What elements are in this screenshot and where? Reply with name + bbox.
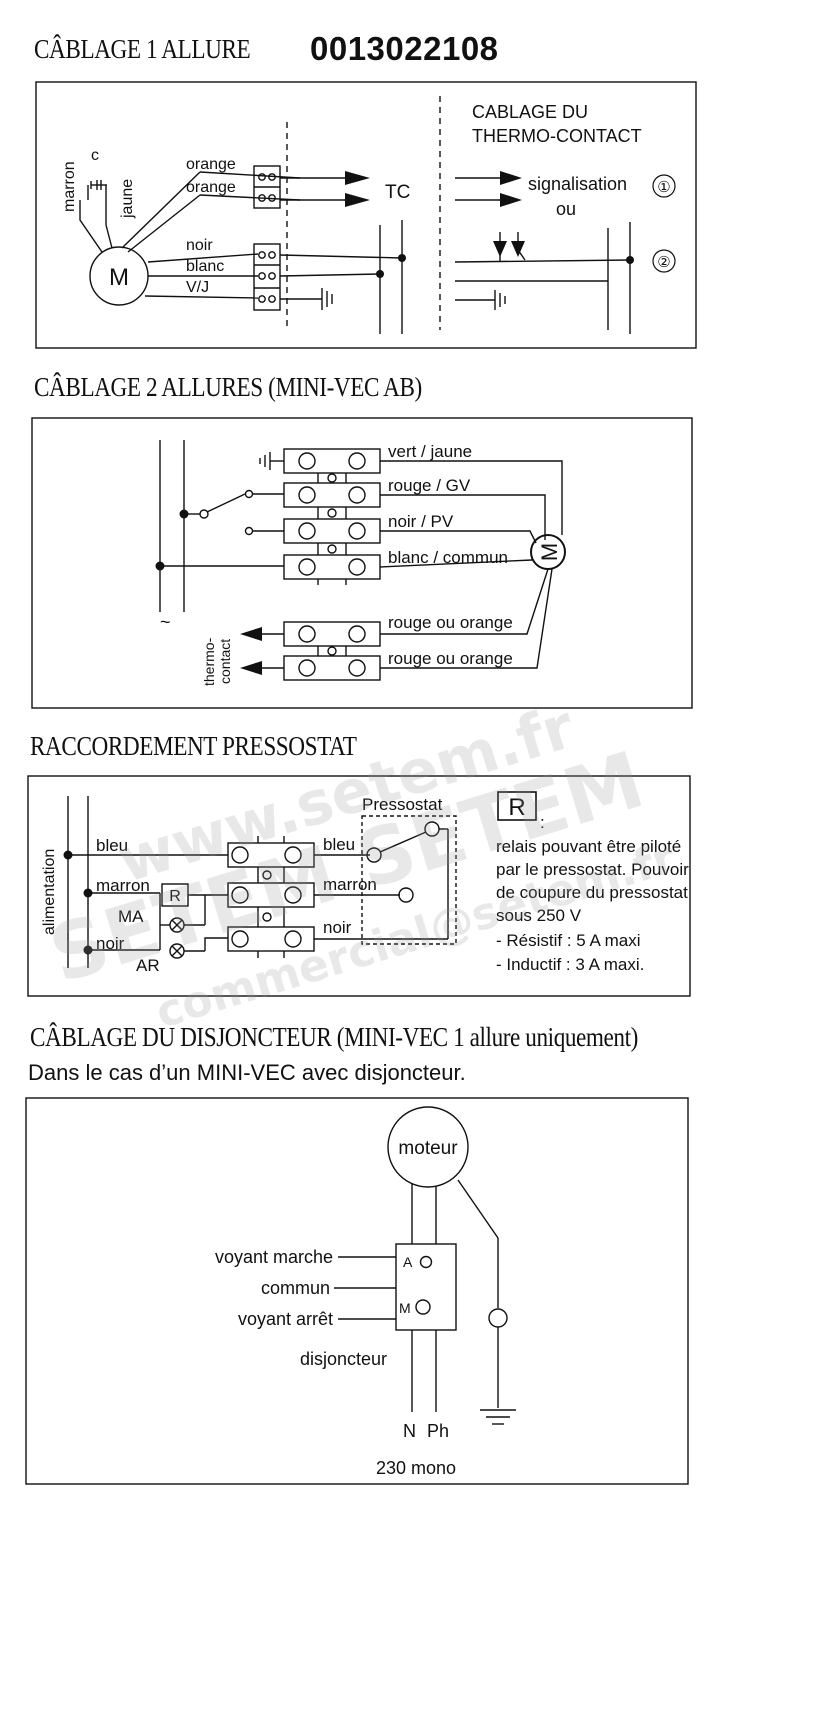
- phase-label: Ph: [427, 1421, 449, 1441]
- wire-label-rouge-gv: rouge / GV: [388, 476, 471, 495]
- moteur-label: moteur: [398, 1138, 458, 1159]
- motor-label-1: M: [109, 264, 129, 291]
- thermo-label-1: thermo-: [201, 637, 217, 686]
- alimentation-label: alimentation: [41, 849, 58, 935]
- wire-label-vj: V/J: [186, 279, 209, 296]
- wire-label-noir: noir: [186, 237, 213, 254]
- cablage-du-label: CABLAGE DU: [472, 102, 588, 122]
- circled-number-2: ②: [657, 254, 670, 271]
- signalisation-label: signalisation: [528, 174, 627, 194]
- diagram-frame-2: [31, 417, 693, 709]
- relay-note-line: de coupure du pressostat: [496, 883, 688, 902]
- section-subtitle-disjoncteur: Dans le cas d’un MINI-VEC avec disjoncte…: [28, 1060, 466, 1085]
- section-title-2-allures: CÂBLAGE 2 ALLURES (MINI-VEC AB): [34, 372, 422, 402]
- section-title-pressostat: RACCORDEMENT PRESSOSTAT: [30, 731, 357, 761]
- section-title-disjoncteur: CÂBLAGE DU DISJONCTEUR (MINI-VEC 1 allur…: [30, 1022, 638, 1052]
- ar-label: AR: [136, 956, 160, 975]
- product-code: 0013022108: [310, 30, 499, 67]
- voyant-marche-label: voyant marche: [215, 1247, 333, 1267]
- relay-label-small: R: [169, 888, 181, 905]
- ac-symbol: ~: [160, 612, 171, 632]
- wire-label-rouge-orange-2: rouge ou orange: [388, 649, 513, 668]
- wire-label-bleu-right: bleu: [323, 835, 355, 854]
- ma-label: MA: [118, 907, 144, 926]
- commun-label: commun: [261, 1278, 330, 1298]
- relay-note-line: par le pressostat. Pouvoir: [496, 860, 689, 879]
- relay-note-line: sous 250 V: [496, 906, 582, 925]
- wire-label-noir-left: noir: [96, 934, 125, 953]
- pressostat-label: Pressostat: [362, 795, 443, 814]
- ou-label: ou: [556, 199, 576, 219]
- relay-note-line: - Inductif : 3 A maxi.: [496, 955, 644, 974]
- diagram-frame-3: [27, 775, 691, 997]
- terminal-a-label: A: [403, 1254, 413, 1270]
- disjoncteur-box: [395, 1243, 457, 1331]
- disjoncteur-label: disjoncteur: [300, 1349, 387, 1369]
- wire-label-jaune: jaune: [119, 179, 136, 219]
- wire-label-orange-1: orange: [186, 156, 236, 173]
- section-title-1-allure: CÂBLAGE 1 ALLURE: [34, 34, 251, 64]
- wire-label-orange-2: orange: [186, 179, 236, 196]
- moteur-circle: [387, 1106, 469, 1188]
- neutral-label: N: [403, 1421, 416, 1441]
- thermo-contact-label: THERMO-CONTACT: [472, 126, 642, 146]
- relay-note-line: - Résistif : 5 A maxi: [496, 931, 641, 950]
- capacitor-label: c: [91, 147, 99, 164]
- motor-label-2: M: [537, 543, 562, 561]
- wire-label-bleu-left: bleu: [96, 836, 128, 855]
- wire-label-noir-pv: noir / PV: [388, 512, 454, 531]
- wire-label-marron-right: marron: [323, 875, 377, 894]
- relay-label-big: R: [508, 794, 525, 821]
- wire-label-vert-jaune: vert / jaune: [388, 442, 472, 461]
- wire-label-blanc-commun: blanc / commun: [388, 548, 508, 567]
- voyant-arret-label: voyant arrêt: [238, 1309, 333, 1329]
- wire-label-noir-right: noir: [323, 918, 352, 937]
- wire-label-rouge-orange-1: rouge ou orange: [388, 613, 513, 632]
- circled-number-1: ①: [657, 179, 670, 196]
- diagram-frame-1: [35, 81, 697, 349]
- wire-label-marron-left: marron: [96, 876, 150, 895]
- thermo-label-2: contact: [217, 639, 233, 684]
- terminal-m-label: M: [399, 1300, 411, 1316]
- wire-label-blanc: blanc: [186, 258, 224, 275]
- relay-note-line: :: [540, 813, 545, 832]
- wire-label-marron: marron: [61, 161, 78, 212]
- diagram-frame-4: [25, 1097, 689, 1485]
- relay-note-line: relais pouvant être piloté: [496, 837, 681, 856]
- tc-label: TC: [385, 182, 410, 203]
- supply-230-mono-label: 230 mono: [376, 1458, 456, 1478]
